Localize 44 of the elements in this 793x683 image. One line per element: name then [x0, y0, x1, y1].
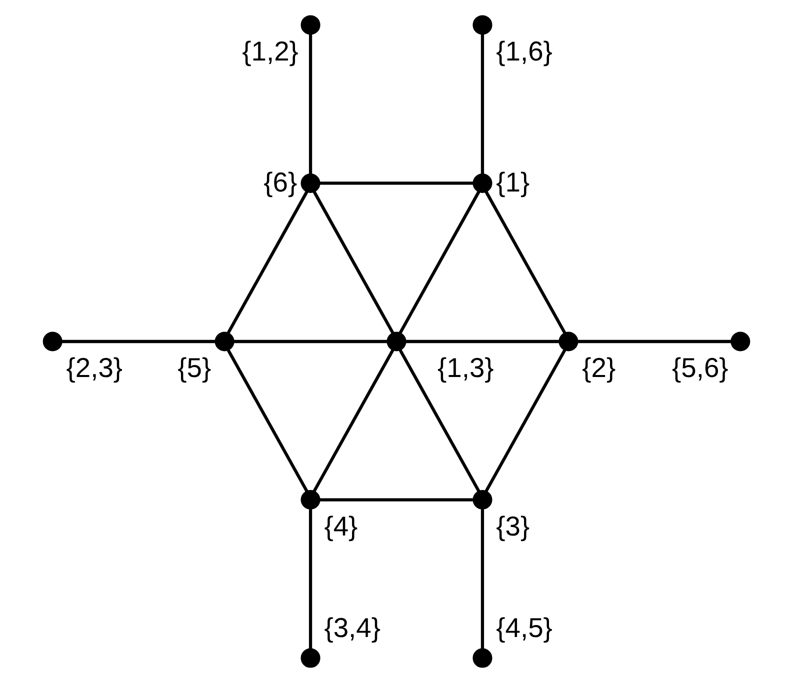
connector	[578, 340, 732, 344]
node-circle	[300, 173, 320, 193]
node-label: {5}	[178, 352, 212, 384]
connector	[308, 509, 312, 650]
connector	[312, 191, 394, 334]
node-circle	[300, 15, 320, 35]
connector	[226, 349, 308, 492]
node-circle	[214, 332, 234, 352]
connector	[320, 498, 474, 502]
node-circle	[300, 490, 320, 510]
connector	[312, 349, 394, 492]
connector	[234, 340, 388, 344]
connector	[62, 340, 216, 344]
node-label: {1,3}	[438, 352, 494, 384]
node-label: {3,4}	[324, 612, 380, 643]
node-circle	[472, 648, 492, 668]
connector	[320, 182, 474, 185]
node-circle	[472, 173, 492, 193]
node-circle	[558, 332, 578, 352]
node-circle	[472, 15, 492, 35]
connector	[480, 34, 484, 174]
node-label: {4,5}	[496, 612, 552, 643]
node-label: {4}	[324, 510, 358, 542]
node-circle	[730, 332, 750, 352]
node-label: {5,6}	[672, 352, 728, 384]
node-circle	[472, 490, 492, 510]
connector	[480, 509, 484, 650]
node-label: {1,2}	[242, 36, 298, 67]
node-label: {1}	[496, 166, 530, 198]
connector	[226, 191, 308, 334]
node-circle	[300, 648, 320, 668]
node-circle	[42, 332, 62, 352]
node-label: {2,3}	[66, 352, 123, 384]
connector	[398, 191, 480, 334]
node-label: {2}	[582, 352, 616, 384]
connector	[484, 349, 566, 492]
connector	[398, 349, 480, 492]
node-label: {3}	[496, 510, 530, 542]
node-circle	[386, 332, 406, 352]
connector	[308, 34, 312, 174]
node-label: {6}	[264, 166, 298, 198]
node-label: {1,6}	[496, 36, 552, 67]
connector	[484, 191, 566, 334]
connector	[406, 340, 560, 344]
